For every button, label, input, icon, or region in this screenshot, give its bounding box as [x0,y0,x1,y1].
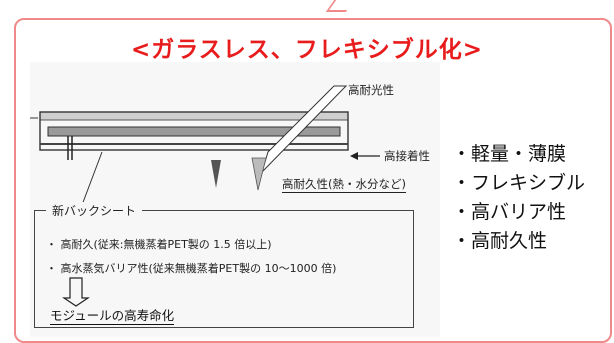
backsheet-panel [34,210,414,328]
backsheet-title: 新バックシート [46,202,143,219]
result-arrow [62,277,90,307]
module-outline [39,111,349,151]
cell-layer [47,126,341,137]
title: <ガラスレス、フレキシブル化> [130,37,484,63]
label-durability: 高耐久性(熱・水分など) [282,177,406,193]
feature-list: ・軽量・薄膜 ・フレキシブル ・高バリア性 ・高耐久性 [452,140,585,256]
label-light-resistance: 高耐光性 [348,83,394,97]
label-adhesion: 高接着性 [384,149,430,163]
feature-item: ・高耐久性 [452,230,548,252]
feature-item: ・フレキシブル [452,172,586,194]
scanned-diagram [30,62,440,337]
backsheet-item: ・ 高水蒸気バリア性(従来無機蒸着PET製の 10〜1000 倍) [46,262,337,275]
water-mark [251,157,267,191]
feature-item: ・高バリア性 [452,201,567,223]
result-text: モジュールの高寿命化 [50,305,175,325]
backsheet-item: ・ 高耐久(従来:無機蒸着PET製の 1.5 倍以上) [46,238,272,251]
pointer-line [81,151,103,206]
feature-item: ・軽量・薄膜 [452,143,567,165]
heat-mark [211,160,221,188]
